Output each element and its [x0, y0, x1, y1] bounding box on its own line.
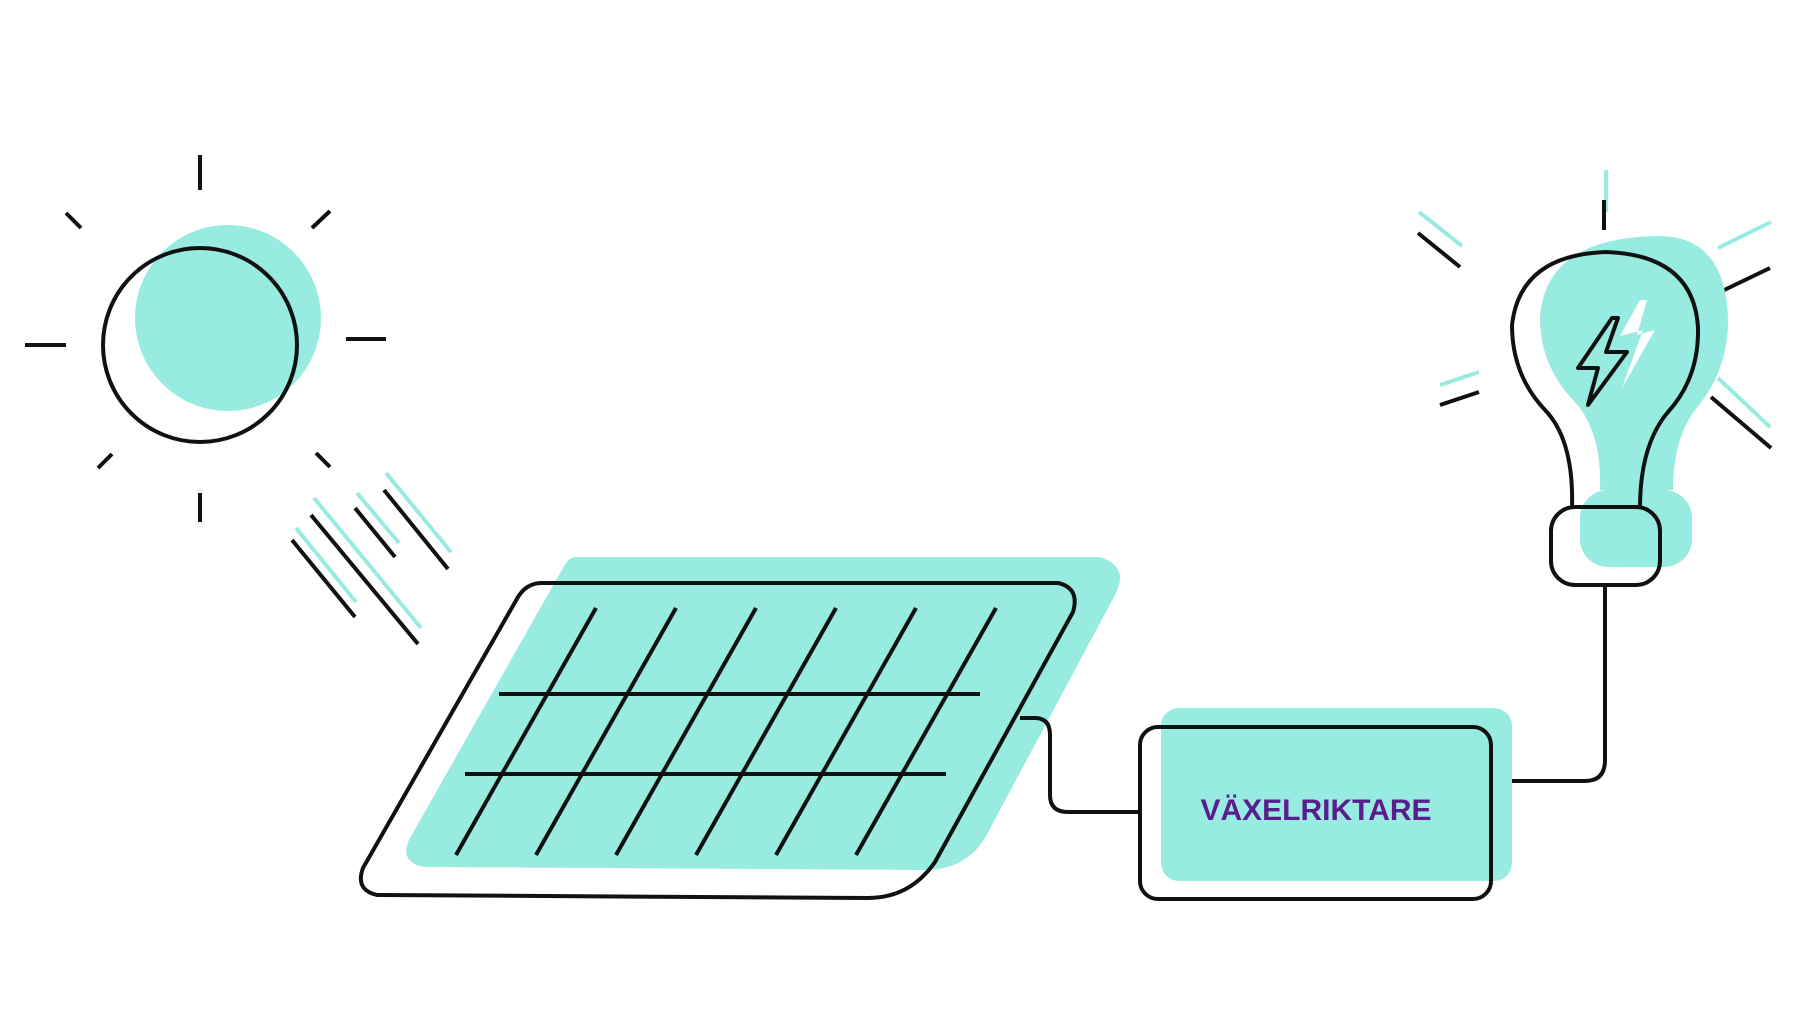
wires [1020, 585, 1607, 814]
wire-panel-to-inverter [1020, 716, 1140, 814]
bulb-glow-lines [1416, 200, 1773, 450]
sun-icon [25, 155, 386, 522]
solar-panel-grid [454, 607, 998, 856]
sun-rays [25, 155, 386, 522]
inverter-fill [1161, 708, 1512, 881]
bolt-outline [1576, 316, 1629, 407]
wire-inverter-to-bulb [1491, 585, 1607, 783]
light-bulb-icon [1416, 170, 1773, 587]
solar-panel-fill [406, 557, 1120, 870]
bulb-base-outline [1549, 505, 1662, 587]
solar-panel-icon [358, 557, 1120, 900]
sun-fill [135, 225, 321, 411]
bulb-outline [1510, 250, 1701, 509]
bolt-white [1620, 300, 1655, 388]
inverter-label: VÄXELRIKTARE [1200, 794, 1431, 827]
inverter-outline [1138, 725, 1493, 901]
sun-outline [101, 246, 299, 444]
bulb-base-fill [1580, 490, 1692, 567]
inverter-box: VÄXELRIKTARE [1138, 708, 1512, 901]
sun-beams [290, 471, 453, 646]
lightning-bolt-icon [1576, 300, 1655, 407]
solar-panel-frame [358, 581, 1077, 900]
